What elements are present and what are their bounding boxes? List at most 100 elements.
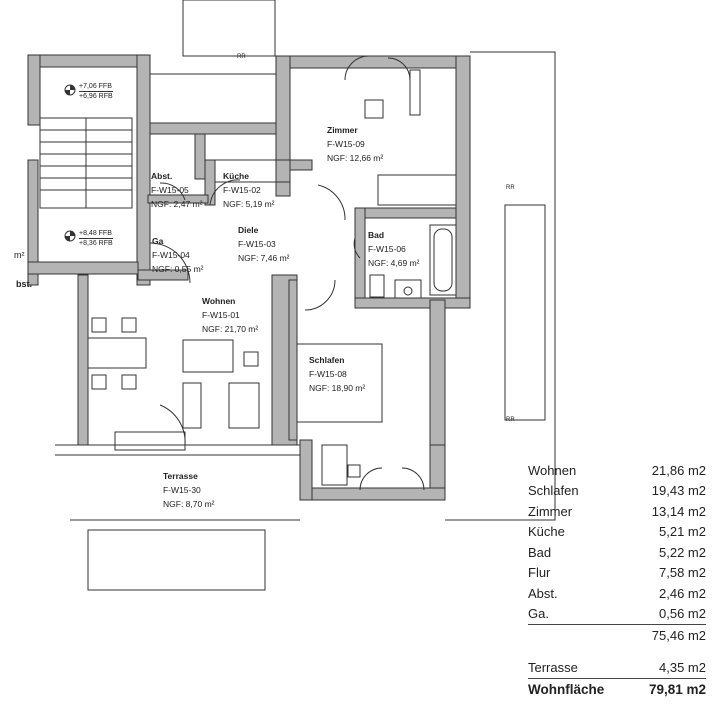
area-value: 7,58 m2 [659,565,706,581]
wall [271,274,298,446]
total-row: Wohnfläche 79,81 m2 [528,679,706,700]
area-row: Wohnen 21,86 m2 [528,460,706,481]
room-code: F-W15-01 [202,310,240,320]
wall [275,55,291,197]
area-row: Abst. 2,46 m2 [528,583,706,604]
room-area: NGF: 2,47 m² [151,199,203,209]
area-label: Flur [528,565,551,581]
area-summary-table: Wohnen 21,86 m2 Schlafen 19,43 m2 Zimmer 13… [528,460,706,700]
room-area: NGF: 5,19 m² [223,199,275,209]
area-label: Bad [528,544,552,560]
wall [136,54,151,286]
area-value: 2,46 m2 [659,585,706,601]
room-name: Bad [368,230,385,240]
wall [147,194,209,204]
area-value: 5,21 m2 [659,524,706,540]
room-code: F-W15-08 [309,369,347,379]
wall [354,297,471,309]
wall [27,54,151,68]
total-label: Wohnfläche [528,681,605,697]
room-area: NGF: 18,90 m² [309,383,366,393]
subtotal-row: 75,46 m2 [528,625,706,646]
room-code: F-W15-06 [368,244,406,254]
room-area: NGF: 12,66 m² [327,153,384,163]
wall [27,54,41,126]
cut-off-label: m² [14,250,25,260]
room-name: Wohnen [202,296,236,306]
room-name: Diele [238,225,259,235]
area-row: Schlafen 19,43 m2 [528,481,706,502]
area-label: Abst. [528,585,558,601]
room-area: NGF: 21,70 m² [202,324,259,334]
wall [77,274,89,446]
cut-off-label: bst. [16,279,33,289]
wall [429,299,446,456]
level-ffb: +7,06 FFB [79,83,113,92]
area-label: Terrasse [528,657,630,679]
rr-tag: RR [506,185,515,191]
wall [354,207,366,304]
level-marker-lower: +8,48 FFB+8,36 RFB [79,229,113,248]
room-name: Zimmer [327,125,358,135]
area-label: Schlafen [528,483,579,499]
room-code: F-W15-30 [163,485,201,495]
area-label: Zimmer [528,503,573,519]
area-label: Wohnen [528,462,577,478]
room-area: NGF: 0,55 m² [152,264,204,274]
wall [149,122,291,135]
area-row: Zimmer 13,14 m2 [528,501,706,522]
room-area: NGF: 4,69 m² [368,258,420,268]
room-code: F-W15-09 [327,139,365,149]
wall [27,261,139,275]
area-value: 21,86 m2 [651,462,706,478]
room-name: Schlafen [309,355,345,365]
wall [299,439,313,501]
rr-tag: RR [506,417,515,423]
area-value: 0,56 m2 [629,603,706,625]
room-area: NGF: 7,46 m² [238,253,290,263]
rr-tag: RR [237,54,246,60]
wall [289,159,313,171]
area-row: Küche 5,21 m2 [528,522,706,543]
total-value: 79,81 m2 [648,681,706,697]
level-ffb: +8,48 FFB [79,230,113,239]
area-value: 5,22 m2 [659,544,706,560]
level-marker-upper: +7,06 FFB+6,96 RFB [79,82,113,101]
room-code: F-W15-04 [152,250,190,260]
area-label: Ga. [528,603,630,625]
level-rfb: +8,36 RFB [79,240,113,247]
room-code: F-W15-03 [238,239,276,249]
wall [455,55,471,307]
room-area: NGF: 8,70 m² [163,499,215,509]
room-code: F-W15-05 [151,185,189,195]
wall [194,133,206,180]
area-label: Küche [528,524,565,540]
level-rfb: +6,96 RFB [79,93,113,100]
wall [27,159,39,286]
area-value: 4,35 m2 [629,657,706,679]
area-row: Flur 7,58 m2 [528,563,706,584]
area-row: Ga.0,56 m2 [528,603,706,625]
room-name: Terrasse [163,471,198,481]
room-name: Ga [152,236,164,246]
room-name: Küche [223,171,249,181]
area-value: 13,14 m2 [651,503,706,519]
room-name: Abst. [151,171,173,181]
level-marker-icons [64,84,76,242]
wall [299,487,446,501]
wall [354,207,457,219]
area-value: 19,43 m2 [651,483,706,499]
subtotal-value: 75,46 m2 [651,627,706,643]
room-code: F-W15-02 [223,185,261,195]
